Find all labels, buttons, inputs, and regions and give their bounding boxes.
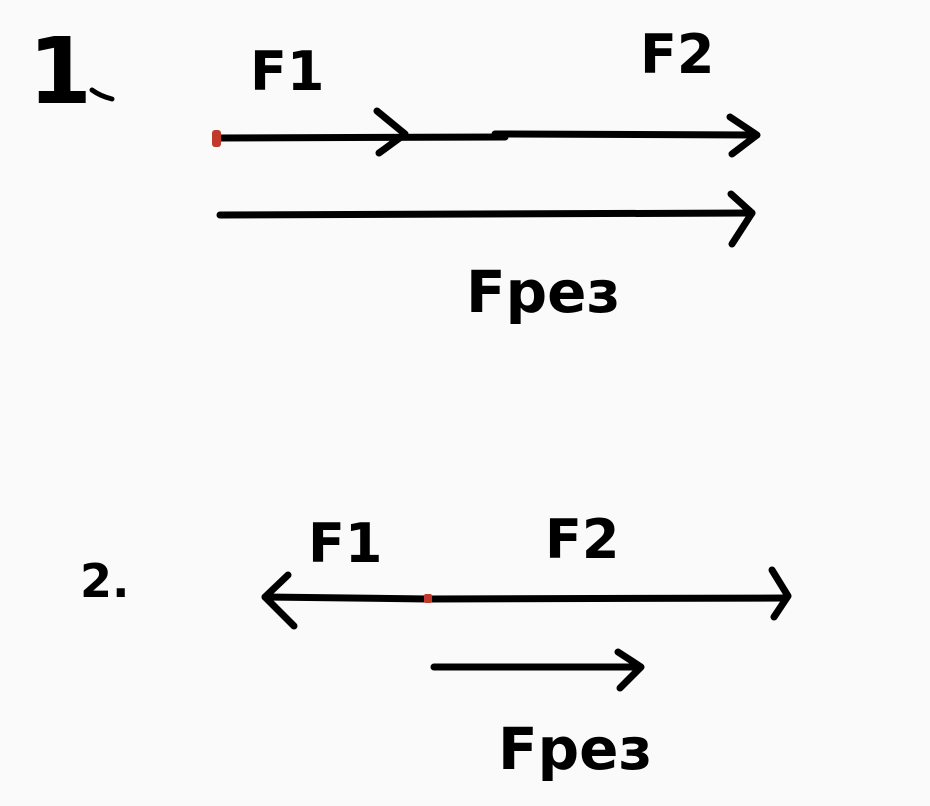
case-1-number: 1	[28, 18, 92, 125]
case-1-resultant-label: Fрез	[466, 258, 620, 326]
case-2-number: 2.	[80, 554, 129, 608]
case-2: 2. F1 F2 Fрез	[80, 508, 792, 783]
case-1-origin-point	[212, 130, 221, 147]
case-2-resultant-label: Fрез	[498, 715, 652, 783]
case-1-resultant-arrow-head	[727, 190, 756, 248]
case-1-f1-label: F1	[250, 40, 324, 103]
case-2-f2-arrow-shaft	[424, 594, 790, 603]
case-1-f2-label: F2	[640, 23, 714, 86]
case-1-f2-arrow-shaft	[491, 130, 760, 139]
case-1-f1-arrow-head	[373, 107, 409, 157]
case-1-number-dash	[89, 87, 115, 102]
case-1-f2-arrow-head	[726, 113, 761, 158]
case-1: 1 F1 F2 Fрез	[28, 18, 761, 326]
case-2-f1-arrow-shaft	[261, 593, 432, 603]
case-2-f1-arrow-head	[261, 571, 298, 630]
case-2-f2-arrow-head	[768, 566, 792, 621]
case-2-f1-label: F1	[308, 512, 382, 575]
case-1-f1-arrow-shaft	[213, 133, 509, 142]
case-2-resultant-arrow-head	[614, 648, 645, 692]
case-2-f2-label: F2	[545, 508, 619, 571]
case-1-resultant-arrow-shaft	[216, 209, 756, 219]
case-2-origin-point	[424, 594, 432, 603]
